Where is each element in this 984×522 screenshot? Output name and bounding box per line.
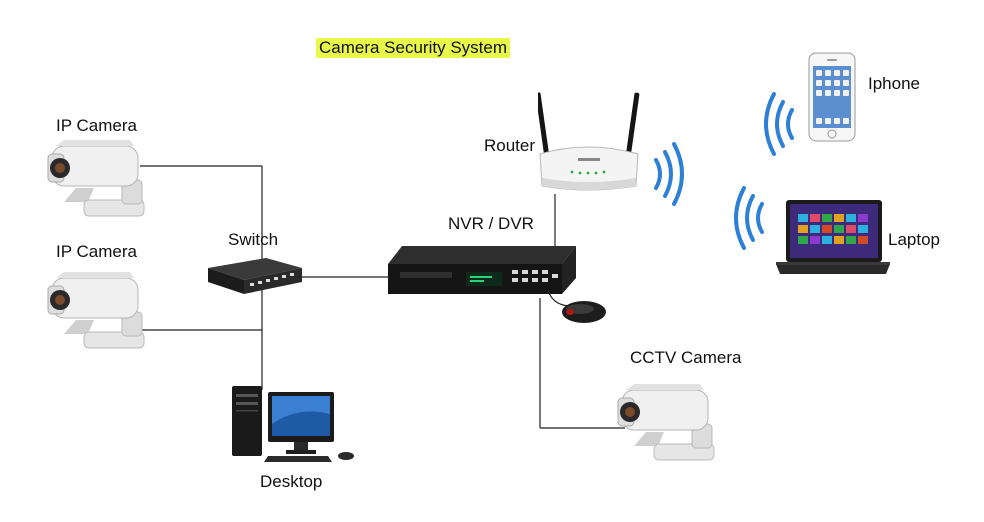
wifi-waves-icon: [650, 142, 686, 206]
mouse-icon: [544, 290, 610, 326]
cctv-camera-label: CCTV Camera: [630, 348, 742, 367]
network-switch-icon: [206, 254, 304, 296]
laptop-label: Laptop: [888, 230, 940, 249]
smartphone-icon: [808, 52, 856, 142]
router-label: Router: [484, 136, 536, 155]
cctv-camera-icon: [614, 384, 718, 466]
switch-label: Switch: [228, 230, 279, 249]
desktop-computer-icon: [228, 384, 360, 464]
wifi-waves-icon: [728, 186, 768, 250]
nvr-recorder-icon: [386, 244, 580, 298]
ip-camera-2-label: IP Camera: [56, 242, 137, 261]
ip-camera-icon: [44, 140, 148, 222]
ip-camera-icon: [44, 272, 148, 354]
wifi-router-icon: [538, 90, 640, 196]
diagram-title: Camera Security System: [316, 38, 510, 58]
desktop-label: Desktop: [260, 472, 323, 491]
iphone-label: Iphone: [868, 74, 920, 93]
laptop-icon: [772, 198, 892, 278]
nvr-label: NVR / DVR: [448, 214, 534, 233]
wifi-waves-icon: [758, 92, 798, 156]
ip-camera-1-label: IP Camera: [56, 116, 137, 135]
